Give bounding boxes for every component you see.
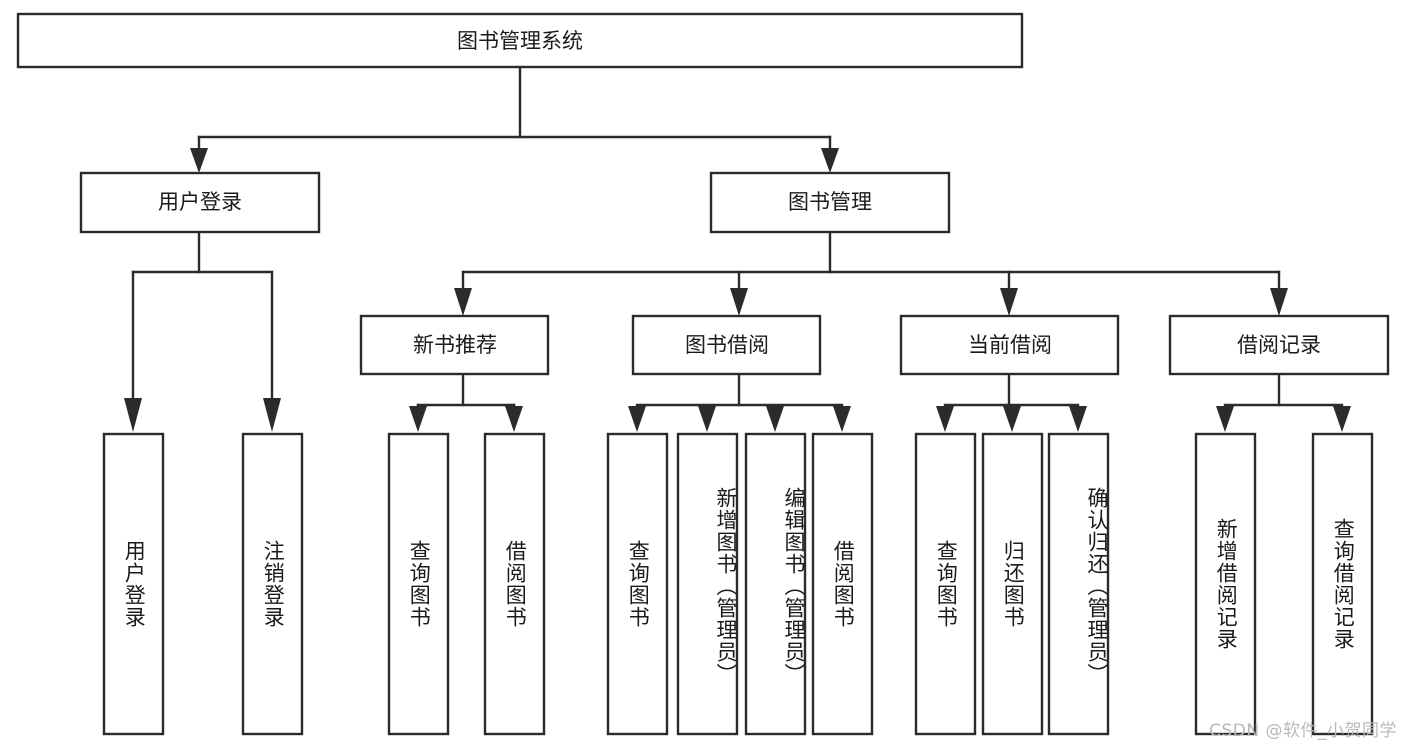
arrow-to-book-borrow	[730, 288, 748, 316]
arrow-to-leaf-return-book	[1003, 406, 1021, 432]
node-leaf-logout-login-box[interactable]	[241, 432, 304, 736]
node-current-borrow-label: 当前借阅	[968, 333, 1052, 357]
arrow-to-user-login	[190, 148, 208, 173]
node-book-manage-box[interactable]	[709, 171, 951, 234]
arrow-to-leaf-user-login	[124, 398, 142, 432]
arrow-to-leaf-edit-book	[766, 406, 784, 432]
arrow-to-leaf-logout-login	[263, 398, 281, 432]
node-borrow-record-label: 借阅记录	[1237, 333, 1321, 357]
node-book-borrow-label: 图书借阅	[685, 333, 769, 357]
node-borrow-record-box[interactable]	[1168, 314, 1390, 376]
node-leaf-add-record-box[interactable]	[1194, 432, 1257, 736]
node-leaf-user-login-box[interactable]	[102, 432, 165, 736]
node-leaf-confirm-return-box[interactable]	[1047, 432, 1110, 736]
node-leaf-borrow-book-2-box[interactable]	[811, 432, 874, 736]
node-root-box[interactable]	[16, 12, 1024, 69]
node-user-login-label: 用户登录	[158, 190, 242, 214]
arrow-to-current-borrow	[1000, 288, 1018, 316]
node-root[interactable]: 图书管理系统	[16, 12, 1024, 69]
arrow-to-borrow-record	[1270, 288, 1288, 316]
node-user-login[interactable]: 用户登录	[79, 171, 321, 234]
node-current-borrow[interactable]: 当前借阅	[899, 314, 1120, 376]
node-current-borrow-box[interactable]	[899, 314, 1120, 376]
node-root-label: 图书管理系统	[457, 29, 583, 53]
node-user-login-box[interactable]	[79, 171, 321, 234]
node-leaf-add-book-box[interactable]	[676, 432, 739, 736]
node-leaf-query-book-3-box[interactable]	[914, 432, 977, 736]
arrow-to-leaf-add-book	[698, 406, 716, 432]
node-new-book-recommend-box[interactable]	[359, 314, 550, 376]
arrow-to-leaf-borrow-book-1	[505, 406, 523, 432]
node-leaf-query-book-1-box[interactable]	[387, 432, 450, 736]
node-leaf-edit-book-box[interactable]	[744, 432, 807, 736]
node-leaf-query-record-box[interactable]	[1311, 432, 1374, 736]
node-leaf-query-book-2-box[interactable]	[606, 432, 669, 736]
arrow-to-leaf-query-book-1	[409, 406, 427, 432]
node-layer: 图书管理系统 用户登录 图书管理 新书推荐 图书借阅 当前	[16, 12, 1390, 736]
arrow-to-leaf-query-book-3	[936, 406, 954, 432]
arrow-to-leaf-confirm-return	[1069, 406, 1087, 432]
arrow-to-leaf-query-record	[1333, 406, 1351, 432]
node-new-book-recommend[interactable]: 新书推荐	[359, 314, 550, 376]
node-book-manage-label: 图书管理	[788, 190, 872, 214]
node-book-borrow-box[interactable]	[631, 314, 822, 376]
arrow-to-leaf-query-book-2	[628, 406, 646, 432]
node-leaf-borrow-book-1-box[interactable]	[483, 432, 546, 736]
connector-layer	[124, 65, 1351, 432]
arrow-to-leaf-borrow-book-2	[833, 406, 851, 432]
node-new-book-recommend-label: 新书推荐	[413, 333, 497, 357]
arrow-to-new-book-recommend	[454, 288, 472, 316]
node-leaf-return-book-box[interactable]	[981, 432, 1044, 736]
node-book-manage[interactable]: 图书管理	[709, 171, 951, 234]
node-borrow-record[interactable]: 借阅记录	[1168, 314, 1390, 376]
arrow-to-leaf-add-record	[1216, 406, 1234, 432]
csdn-watermark: CSDN @软件_小贺同学	[1209, 721, 1397, 741]
arrow-to-book-manage	[821, 148, 839, 173]
node-book-borrow[interactable]: 图书借阅	[631, 314, 822, 376]
